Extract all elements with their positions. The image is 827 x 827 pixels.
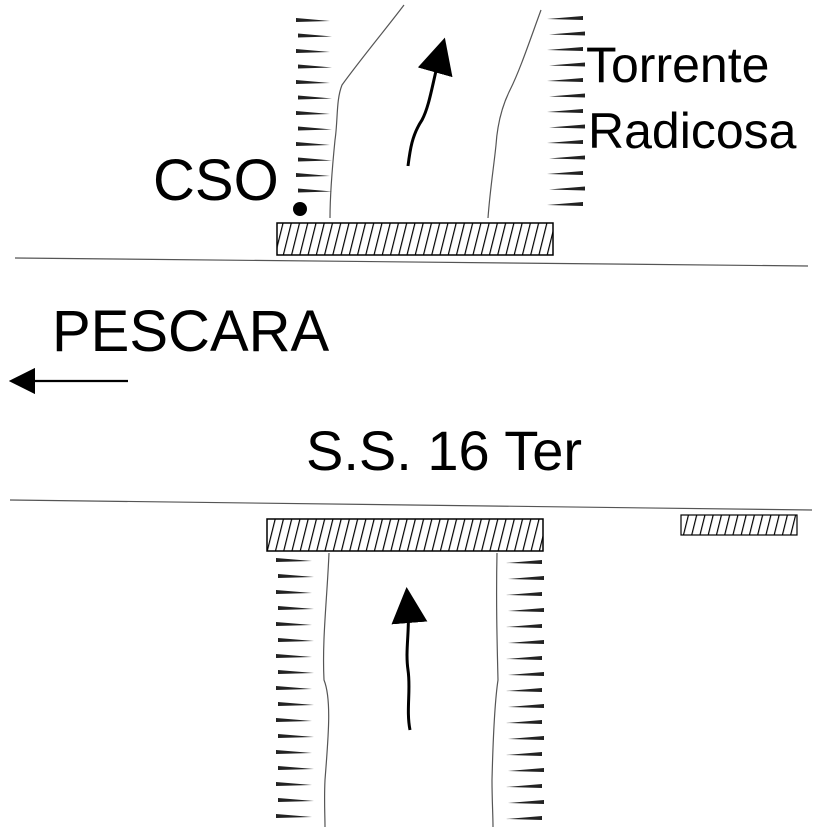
embankment-tick: [298, 188, 332, 193]
embankment-tick: [506, 688, 542, 692]
embankment-tick: [508, 768, 544, 772]
embankment-tick: [278, 798, 314, 802]
stream-bank-north-east: [487, 9, 542, 219]
embankment-tick: [549, 31, 585, 36]
embankment-tick: [508, 640, 544, 644]
embankment-tick: [276, 750, 312, 754]
embankment-hatch-south-east: [506, 560, 544, 820]
stream-bank-south-west: [322, 552, 330, 827]
embankment-tick: [508, 800, 544, 804]
embankment-tick: [276, 718, 312, 722]
embankment-tick: [278, 702, 314, 706]
embankment-tick: [547, 16, 583, 20]
embankment-tick: [508, 608, 544, 612]
embankment-tick: [506, 560, 542, 564]
bridge-deck-south: [266, 518, 544, 552]
embankment-tick: [506, 656, 542, 660]
cso-point: [293, 202, 307, 216]
embankment-tick: [508, 736, 544, 740]
direction-label: PESCARA: [52, 299, 330, 364]
embankment-tick: [508, 576, 544, 580]
stream-bank-south-east: [491, 552, 499, 827]
embankment-tick: [276, 558, 312, 562]
embankment-tick: [549, 124, 585, 129]
embankment-tick: [278, 574, 314, 578]
embankment-tick: [547, 109, 583, 113]
stream-name-line-2: Radicosa: [588, 103, 797, 159]
embankment-tick: [547, 140, 583, 144]
embankment-hatch-south-west: [276, 558, 314, 818]
embankment-tick: [547, 171, 583, 175]
embankment-tick: [508, 672, 544, 676]
road-label: S.S. 16 Ter: [306, 419, 582, 482]
embankment-tick: [278, 734, 314, 738]
embankment-tick: [547, 47, 583, 51]
embankment-tick: [547, 78, 583, 82]
embankment-tick: [547, 202, 583, 206]
embankment-tick: [298, 157, 332, 162]
embankment-tick: [549, 186, 585, 191]
embankment-tick: [278, 638, 314, 642]
embankment-tick: [276, 622, 312, 626]
embankment-tick: [278, 606, 314, 610]
embankment-tick: [549, 62, 585, 67]
embankment-tick: [278, 766, 314, 770]
cso-label: CSO: [153, 148, 279, 213]
embankment-tick: [508, 704, 544, 708]
embankment-tick: [296, 80, 330, 84]
embankment-tick: [276, 782, 312, 786]
embankment-tick: [506, 592, 542, 596]
road-edge-north: [14, 257, 809, 267]
embankment-tick: [506, 784, 542, 788]
embankment-tick: [549, 155, 585, 160]
flow-arrow-south: [391, 587, 428, 731]
embankment-tick: [276, 590, 312, 594]
embankment-tick: [298, 95, 332, 100]
bridge-deck-east: [680, 514, 798, 536]
embankment-tick: [276, 686, 312, 690]
embankment-tick: [298, 126, 332, 131]
embankment-tick: [506, 816, 542, 820]
embankment-tick: [549, 93, 585, 98]
embankment-tick: [276, 654, 312, 658]
stream-bank-north-west: [329, 4, 405, 219]
embankment-tick: [296, 18, 330, 22]
embankment-tick: [506, 720, 542, 724]
embankment-tick: [298, 33, 332, 38]
embankment-tick: [506, 752, 542, 756]
embankment-tick: [278, 670, 314, 674]
bridge-deck-north: [276, 222, 554, 256]
embankment-tick: [276, 814, 312, 818]
embankment-tick: [298, 64, 332, 69]
embankment-hatch-north-east: [547, 16, 585, 206]
embankment-tick: [296, 142, 330, 146]
embankment-tick: [296, 173, 330, 177]
embankment-tick: [296, 49, 330, 53]
embankment-tick: [506, 624, 542, 628]
road-edge-south: [9, 499, 813, 511]
embankment-hatch-north-west: [296, 18, 332, 193]
stream-name-line-1: Torrente: [586, 37, 769, 93]
flow-arrow-north: [406, 37, 453, 167]
embankment-tick: [296, 111, 330, 115]
